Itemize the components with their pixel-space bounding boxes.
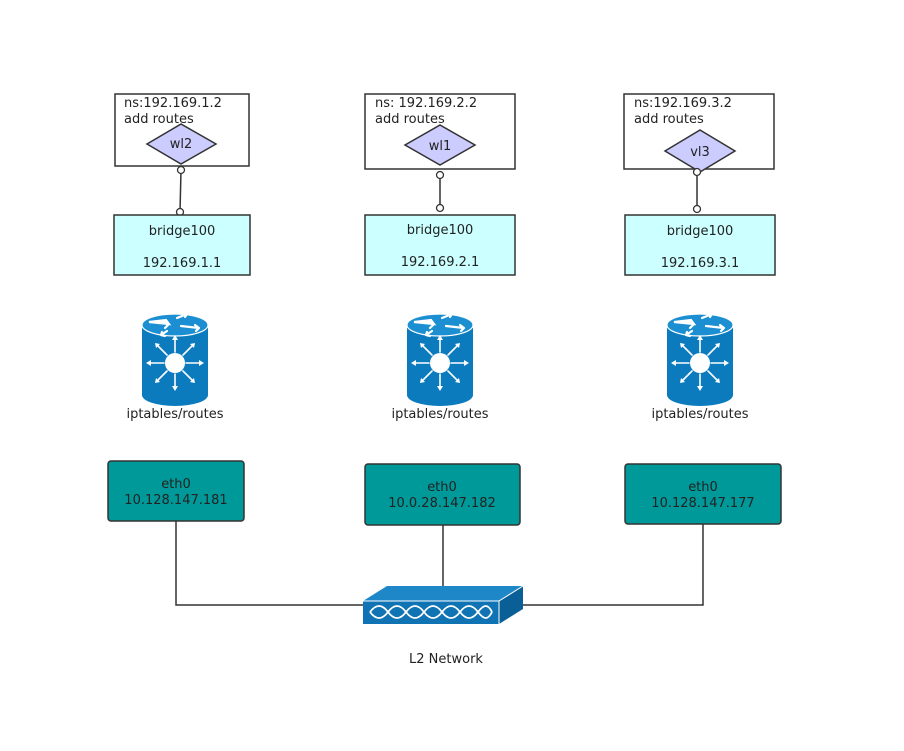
eth-name: eth0 (161, 477, 191, 492)
veth-diamond (145, 123, 218, 165)
link-endpoint (435, 170, 445, 180)
namespace-label: ns:192.169.1.2 (124, 96, 222, 111)
bridge-1: bridge100 192.169.1.1 (113, 214, 251, 276)
bridge-2: bridge100 192.169.2.1 (364, 214, 516, 276)
router-label: iptables/routes (126, 407, 223, 422)
bridge-3: bridge100 192.169.3.1 (624, 214, 776, 276)
bridge-ip: 192.169.2.1 (401, 255, 480, 270)
routes-label: add routes (375, 112, 445, 127)
veth-label: wl2 (170, 137, 193, 152)
bridge-box (624, 214, 776, 276)
router-label: iptables/routes (391, 407, 488, 422)
link-endpoint (692, 204, 702, 214)
namespace-label: ns: 192.169.2.2 (375, 96, 477, 111)
namespace-label: ns:192.169.3.2 (634, 96, 732, 111)
veth-label: vl3 (690, 145, 710, 160)
router-1: iptables/routes (126, 311, 224, 422)
router-icon (665, 311, 735, 408)
link-endpoint (435, 203, 445, 213)
veth-diamond (403, 124, 477, 166)
switch-label: L2 Network (409, 652, 483, 667)
namespace-1: ns:192.169.1.2 add routes wl2 (114, 93, 250, 167)
namespace-2: ns: 192.169.2.2 add routes wl1 (364, 93, 516, 170)
router-icon (405, 311, 475, 408)
eth-ip: 10.128.147.181 (124, 493, 227, 508)
bridge-ip: 192.169.3.1 (661, 256, 740, 271)
eth0-2: eth0 10.0.28.147.182 (364, 463, 521, 526)
bridge-name: bridge100 (149, 224, 216, 239)
bridge-box (364, 214, 516, 276)
l2-link-1 (175, 521, 363, 606)
l2-link-3 (523, 524, 704, 606)
link-endpoint (692, 167, 702, 177)
eth-name: eth0 (688, 480, 718, 495)
bridge-box (113, 214, 251, 276)
router-2: iptables/routes (391, 311, 489, 422)
link-endpoint (176, 165, 186, 175)
router-3: iptables/routes (651, 311, 749, 422)
namespace-3: ns:192.169.3.2 add routes vl3 (623, 93, 775, 173)
routes-label: add routes (124, 112, 194, 127)
router-icon (140, 311, 210, 408)
router-label: iptables/routes (651, 407, 748, 422)
l2-switch: L2 Network (363, 585, 524, 667)
routes-label: add routes (634, 112, 704, 127)
bridge-ip: 192.169.1.1 (143, 256, 222, 271)
bridge-name: bridge100 (667, 224, 734, 239)
eth0-3: eth0 10.128.147.177 (624, 463, 782, 525)
veth-link (179, 169, 182, 213)
eth-name: eth0 (427, 480, 457, 495)
eth-ip: 10.128.147.177 (651, 496, 754, 511)
switch-icon (363, 585, 524, 624)
bridge-name: bridge100 (407, 223, 474, 238)
eth-ip: 10.0.28.147.182 (388, 496, 496, 511)
eth0-1: eth0 10.128.147.181 (107, 460, 245, 522)
veth-label: wl1 (429, 139, 452, 154)
